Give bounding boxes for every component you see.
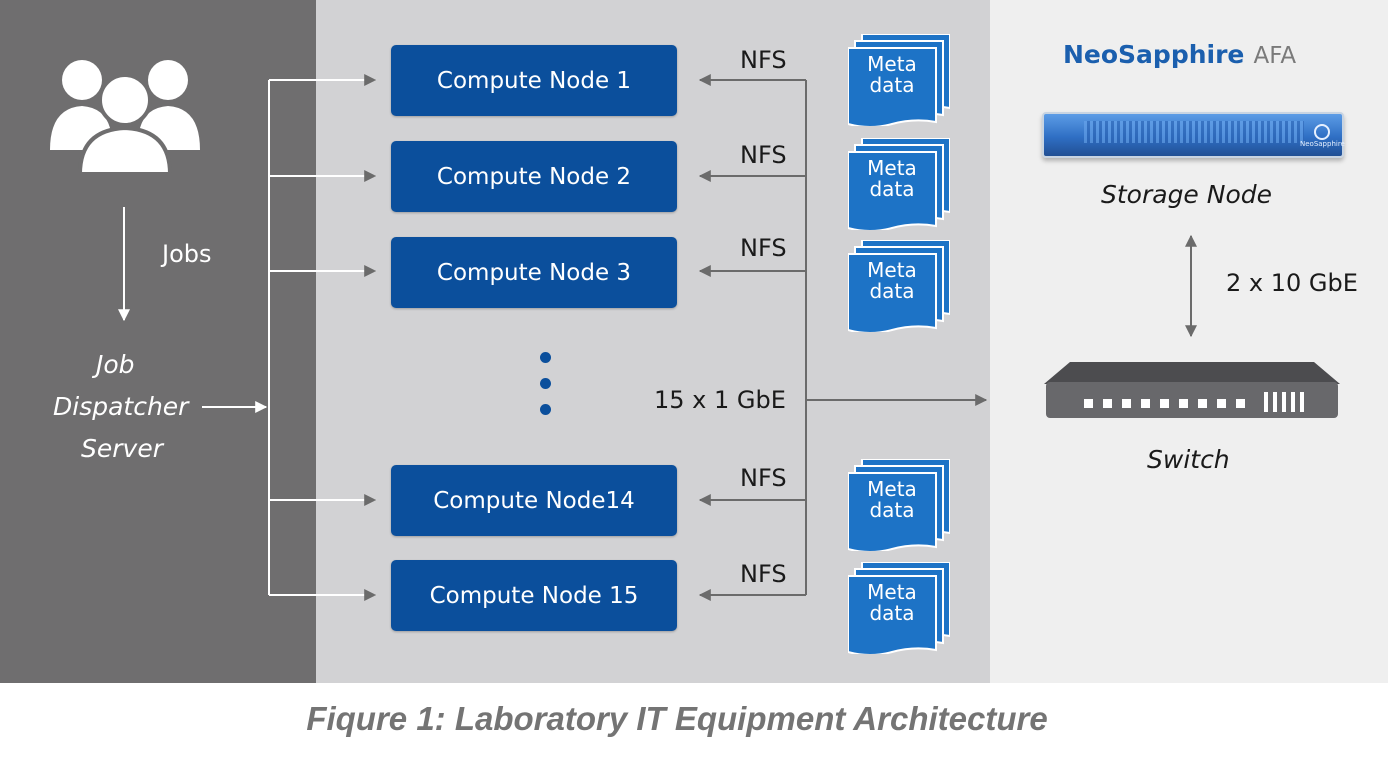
compute-node-1: Compute Node 1 — [391, 45, 677, 116]
compute-node-15: Compute Node 15 — [391, 560, 677, 631]
brand-suffix: AFA — [1253, 43, 1297, 69]
link-label: 15 x 1 GbE — [654, 386, 786, 414]
nfs-label-2: NFS — [740, 141, 787, 169]
brand-title: NeoSapphire AFA — [1063, 40, 1296, 69]
server-badge: NeoSapphire — [1300, 140, 1345, 148]
storage-server-image: NeoSapphire — [1042, 112, 1345, 158]
ellipsis-dot — [540, 352, 551, 363]
nfs-label-1: NFS — [740, 46, 787, 74]
storage-caption: Storage Node — [1101, 180, 1273, 209]
connection-lines — [118, 74, 1197, 601]
dispatcher-line-2: Dispatcher — [53, 392, 189, 421]
document-stack-icon — [848, 34, 950, 126]
document-stack-icon — [848, 138, 950, 230]
users-group-icon — [50, 60, 200, 176]
nfs-label-15: NFS — [740, 560, 787, 588]
document-stack-icon — [848, 240, 950, 332]
nfs-label-14: NFS — [740, 464, 787, 492]
power-icon — [1314, 124, 1330, 140]
brand-name: NeoSapphire — [1063, 40, 1245, 69]
ellipsis-dot — [540, 378, 551, 389]
nfs-label-3: NFS — [740, 234, 787, 262]
document-stack-icon — [848, 459, 950, 551]
ellipsis-dot — [540, 404, 551, 415]
compute-node-14: Compute Node14 — [391, 465, 677, 536]
switch-caption: Switch — [1147, 445, 1230, 474]
compute-node-3: Compute Node 3 — [391, 237, 677, 308]
dispatcher-line-1: Job — [96, 350, 135, 379]
compute-node-2: Compute Node 2 — [391, 141, 677, 212]
dispatcher-line-3: Server — [81, 434, 163, 463]
server-grille — [1084, 121, 1304, 143]
document-stack-icon — [848, 562, 950, 654]
uplink-label: 2 x 10 GbE — [1226, 269, 1358, 297]
jobs-label: Jobs — [162, 240, 212, 268]
figure-caption: Fiqure 1: Laboratory IT Equipment Archit… — [306, 700, 1048, 737]
switch-icon — [1044, 362, 1340, 418]
